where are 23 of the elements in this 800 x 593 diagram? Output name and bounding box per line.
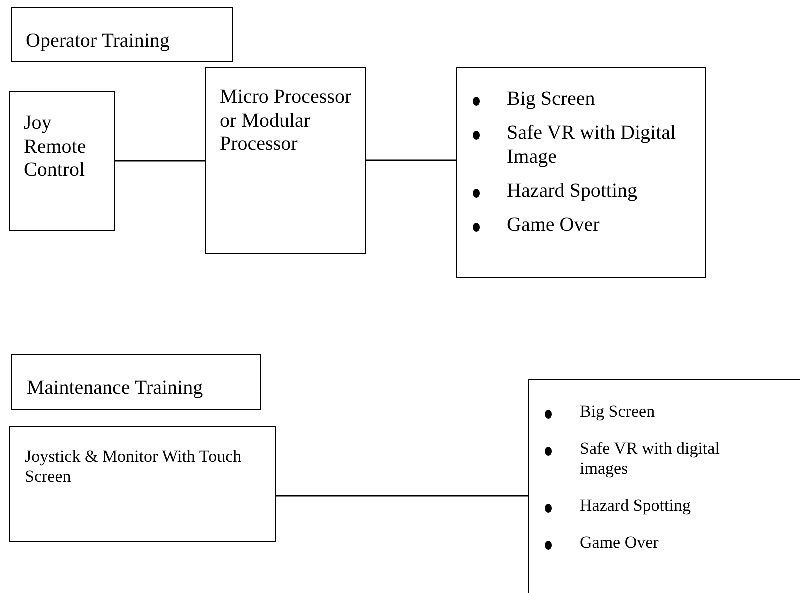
process-box [205,67,366,254]
list-item: Game Over [580,533,660,554]
connector-line [276,495,528,497]
list-item: Game Over [507,214,601,238]
box-label: Micro Processor or Modular Processor [220,86,353,157]
list-item: Big Screen [507,88,596,112]
list-item: Safe VR with Digital Image [507,122,678,170]
list-item: Hazard Spotting [580,496,692,516]
section-heading: Maintenance Training [27,377,204,401]
list-item: Hazard Spotting [507,180,639,204]
box-label: Joy Remote Control [24,112,88,183]
list-item: Big Screen [580,402,656,422]
connector-line [366,160,456,162]
section-heading: Operator Training [26,30,170,54]
output-list-box [528,379,800,593]
box-label: Joystick & Monitor With Touch Screen [25,447,243,488]
connector-line [115,160,205,162]
output-list-box [456,67,706,278]
section-heading-box [11,7,233,62]
list-item: Safe VR with digital images [580,439,721,480]
section-heading-box [11,354,261,410]
process-box [9,91,115,231]
process-box [9,426,276,542]
